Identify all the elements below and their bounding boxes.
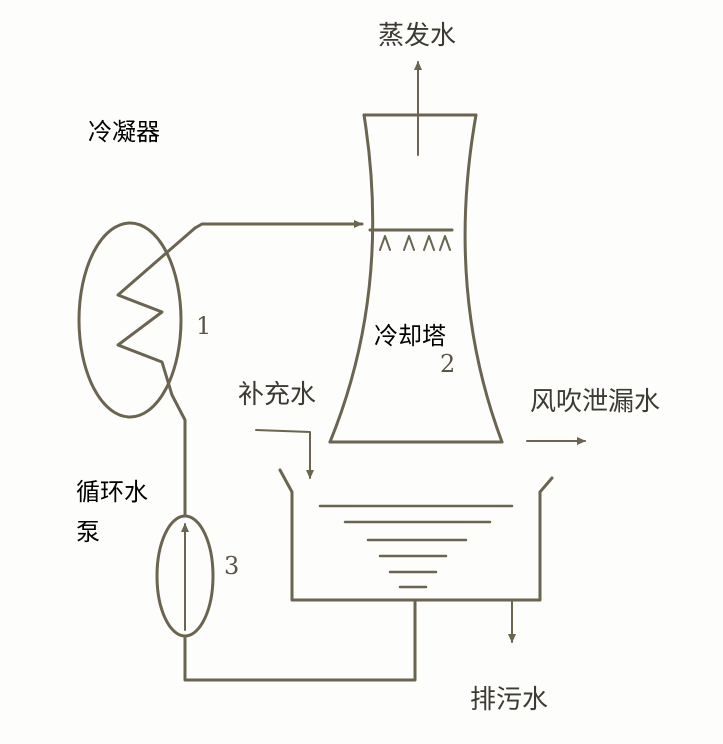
condenser [77,220,364,419]
pump-suction-pipe [170,393,187,517]
label-number-2: 2 [440,350,455,378]
label-pump-line2: 泵 [76,518,100,546]
label-windage-loss: 风吹泄漏水 [530,387,660,417]
tower-left-wall [328,113,375,444]
label-condenser: 冷凝器 [88,118,160,146]
water-level-lines [318,504,514,589]
hot-water-pipe [193,220,364,230]
label-number-3: 3 [224,552,239,580]
label-cooling-tower: 冷却塔 [374,322,446,350]
cooling-tower [328,61,504,444]
label-number-1: 1 [196,312,211,340]
spray-nozzles-icon [379,235,451,251]
label-evaporation: 蒸发水 [378,21,456,51]
circulating-pump [155,393,417,682]
condenser-shell [77,221,183,419]
return-pipe [183,598,417,682]
label-makeup-water: 补充水 [238,380,316,410]
basin-walls [278,468,554,602]
label-pump-line1: 循环水 [76,478,148,506]
cold-water-basin [255,429,586,643]
label-blowdown: 排污水 [470,685,548,715]
tower-right-wall [463,113,504,444]
makeup-water-arrow [255,429,314,479]
condenser-coil-icon [116,226,197,397]
